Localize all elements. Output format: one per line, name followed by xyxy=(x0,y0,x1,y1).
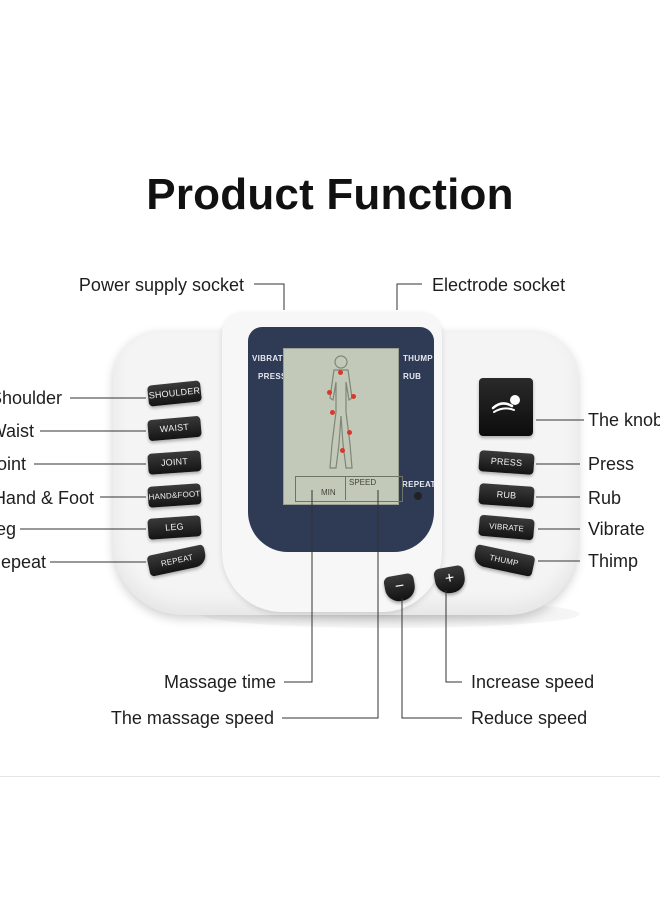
panel-label-rub: RUB xyxy=(403,372,422,381)
lcd-label-speed: SPEED xyxy=(349,478,377,487)
label-reduce-speed: Reduce speed xyxy=(471,708,588,728)
label-rub: Rub xyxy=(588,488,622,508)
label-increase-speed: Increase speed xyxy=(471,672,595,692)
repeat-indicator-led xyxy=(414,492,422,500)
label-electrode-socket: Electrode socket xyxy=(432,275,566,295)
panel-label-repeat: REPEAT xyxy=(402,480,436,489)
label-power-supply-socket: Power supply socket xyxy=(78,275,244,295)
label-press: Press xyxy=(588,454,635,474)
leg-button[interactable]: LEG xyxy=(147,515,202,540)
label-repeat: Repeat xyxy=(0,552,46,572)
lcd-readout-divider xyxy=(345,476,346,500)
rub-button[interactable]: RUB xyxy=(478,483,535,508)
panel-label-press: PRESS xyxy=(258,372,287,381)
knob-dial[interactable] xyxy=(479,378,533,436)
acupoint-marker xyxy=(327,390,332,395)
page-title: Product Function xyxy=(146,170,514,219)
acupoint-marker xyxy=(347,430,352,435)
press-button[interactable]: PRESS xyxy=(478,450,535,475)
bottom-divider xyxy=(0,776,660,777)
panel-label-thump: THUMP xyxy=(403,354,433,363)
label-shoulder: Shoulder xyxy=(0,388,62,408)
label-knob: The knob xyxy=(588,410,660,430)
label-massage-speed: The massage speed xyxy=(110,708,274,728)
lcd-label-min: MIN xyxy=(321,488,336,497)
acupoint-marker xyxy=(330,410,335,415)
acupoint-marker xyxy=(340,448,345,453)
label-vibrate: Vibrate xyxy=(588,519,645,539)
label-joint: Joint xyxy=(0,454,26,474)
acupoint-marker xyxy=(338,370,343,375)
label-massage-time: Massage time xyxy=(163,672,276,692)
knob-logo-icon xyxy=(491,395,520,413)
label-waist: Waist xyxy=(0,421,34,441)
label-leg: Leg xyxy=(0,519,16,539)
panel-label-vibrate: VIBRATE xyxy=(252,354,289,363)
label-thump: Thimp xyxy=(588,551,639,571)
acupoint-marker xyxy=(351,394,356,399)
human-figure-icon xyxy=(329,355,353,469)
hand-foot-button[interactable]: HAND&FOOT xyxy=(147,483,202,508)
label-hand-foot: Hand & Foot xyxy=(0,488,94,508)
joint-button[interactable]: JOINT xyxy=(147,450,202,475)
